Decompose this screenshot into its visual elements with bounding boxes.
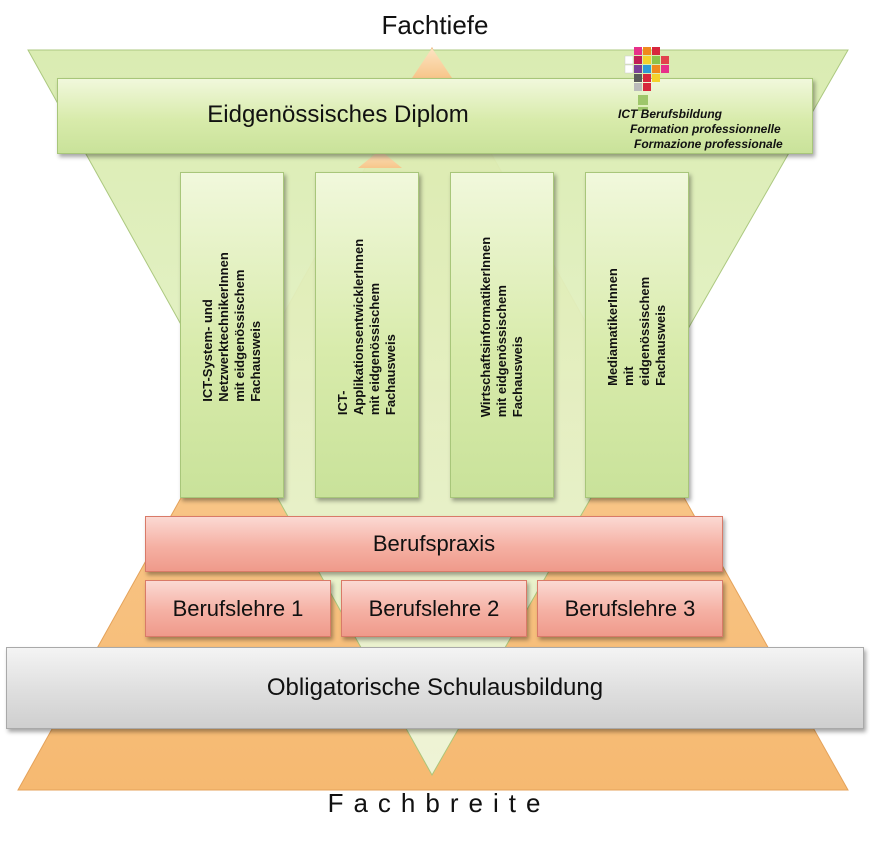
- column-label: MediamatikerInnen mit eidgenössischem Fa…: [605, 268, 669, 386]
- depth-axis-label: Fachtiefe: [381, 10, 489, 40]
- logo-text: ICT Berufsbildung Formation professionne…: [618, 107, 783, 152]
- logo-line-1: ICT Berufsbildung: [618, 107, 722, 121]
- logo-mosaic-icon: [624, 47, 669, 111]
- apprenticeship-label: Berufslehre 3: [564, 595, 696, 621]
- peak-small-2: [412, 48, 452, 78]
- apprenticeship-label: Berufslehre 2: [368, 595, 500, 621]
- column-application-developer: ICT-ApplikationsentwicklerInnen mit eidg…: [315, 172, 419, 498]
- school-label: Obligatorische Schulausbildung: [266, 674, 604, 701]
- peak-small-1: [358, 150, 402, 168]
- column-label: WirtschaftsinformatikerInnen mit eidgenö…: [478, 236, 526, 418]
- logo-line-2: Formation professionnelle: [630, 122, 781, 136]
- practice-box: Berufspraxis: [145, 516, 723, 572]
- diploma-title: Eidgenössisches Diplom: [207, 101, 469, 128]
- breadth-axis-label: Fachbreite: [327, 788, 551, 818]
- practice-label: Berufspraxis: [372, 531, 496, 556]
- logo-line-3: Formazione professionale: [634, 137, 783, 151]
- column-business-informatics: WirtschaftsinformatikerInnen mit eidgenö…: [450, 172, 554, 498]
- column-label: ICT-System- und NetzwerktechnikerInnen m…: [200, 252, 264, 402]
- column-mediamatics: MediamatikerInnen mit eidgenössischem Fa…: [585, 172, 689, 498]
- school-box: Obligatorische Schulausbildung: [6, 647, 864, 729]
- column-network-technician: ICT-System- und NetzwerktechnikerInnen m…: [180, 172, 284, 498]
- apprenticeship-label: Berufslehre 1: [172, 595, 304, 621]
- column-label: ICT-ApplikationsentwicklerInnen mit eidg…: [335, 238, 398, 416]
- apprenticeship-box-3: Berufslehre 3: [537, 580, 723, 637]
- diploma-box: Eidgenössisches Diplom ICT Berufsbildung…: [57, 47, 813, 154]
- apprenticeship-box-1: Berufslehre 1: [145, 580, 331, 637]
- apprenticeship-box-2: Berufslehre 2: [341, 580, 527, 637]
